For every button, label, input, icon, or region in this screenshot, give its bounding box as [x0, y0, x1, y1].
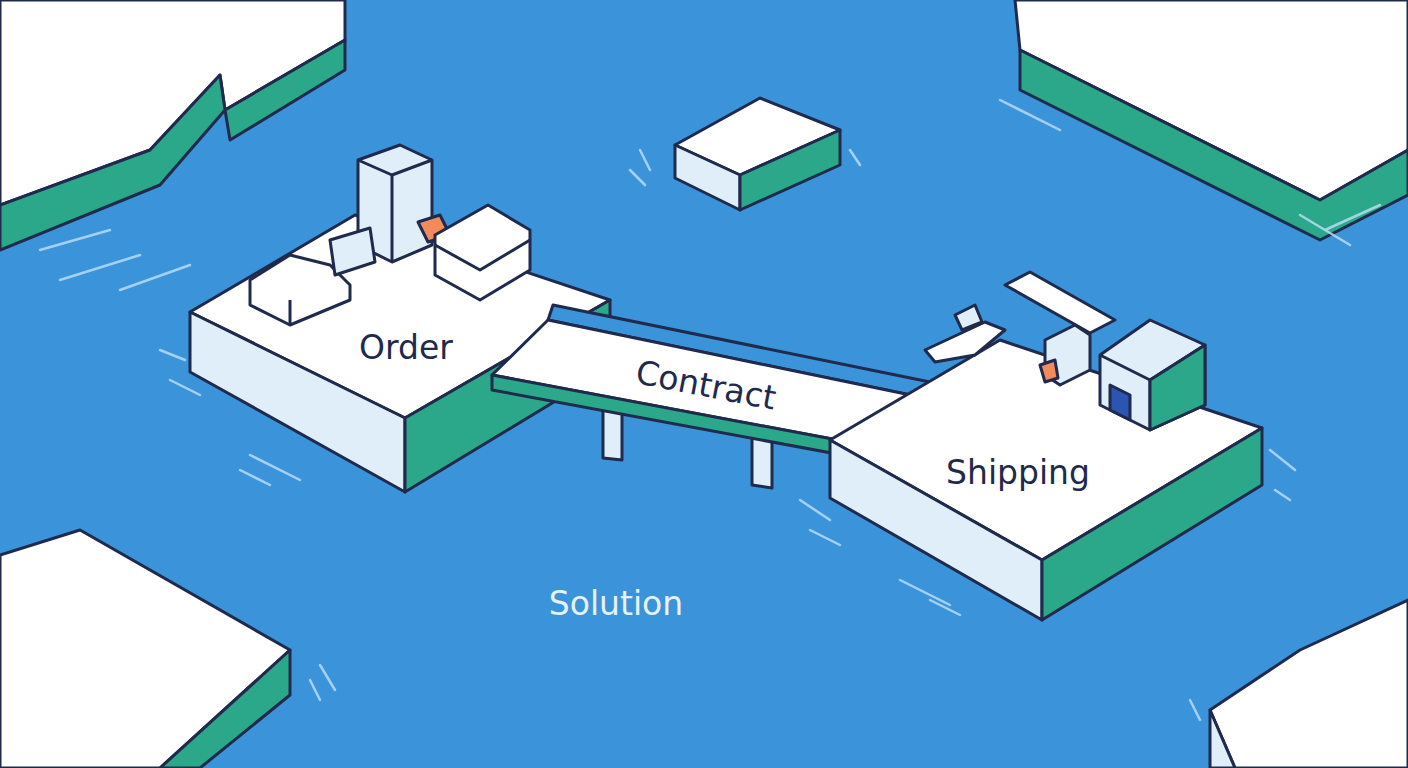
node-label: Contract	[633, 352, 780, 417]
platform-node: Contract	[624, 347, 788, 423]
region-label: Solution	[549, 584, 683, 623]
platform-node: Shipping	[938, 449, 1098, 496]
platform-node: Order	[351, 324, 461, 371]
node-label: Order	[359, 328, 453, 367]
node-label: Shipping	[946, 453, 1090, 492]
